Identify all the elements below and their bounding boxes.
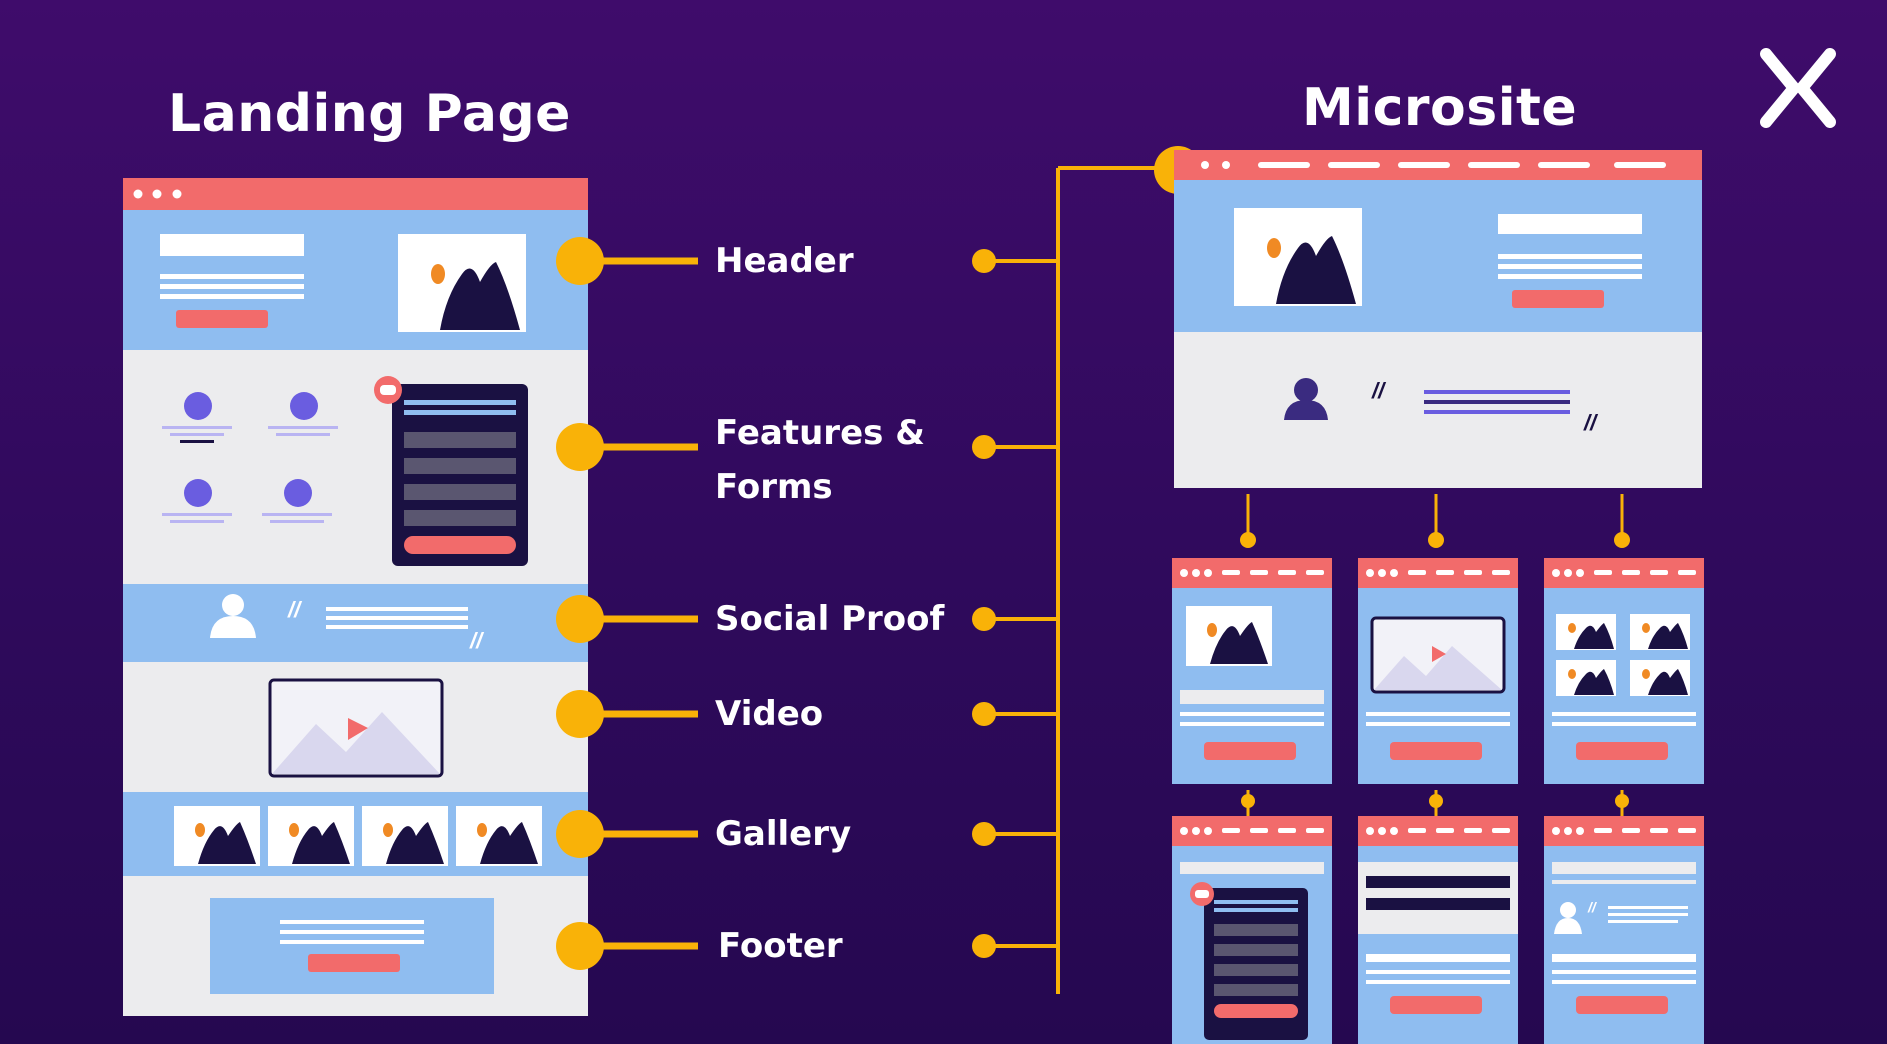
microsite-subpage-image xyxy=(1172,558,1332,784)
browser-bar xyxy=(123,178,588,210)
landing-social-proof-section: // // xyxy=(123,584,588,662)
microsite-subpage-form xyxy=(1172,816,1332,1044)
microsite-subpage-text xyxy=(1358,816,1518,1044)
svg-text://: // xyxy=(287,597,303,622)
svg-text://: // xyxy=(469,628,485,653)
microsite-title: Microsite xyxy=(1302,78,1578,138)
landing-video-section xyxy=(268,678,444,778)
svg-text://: // xyxy=(1371,378,1387,403)
landing-footer-section xyxy=(210,898,494,994)
landing-features-section xyxy=(162,376,528,566)
microsite-subpage-video xyxy=(1358,558,1518,784)
microsite-subpage-testimonial: // xyxy=(1544,816,1704,1044)
label-social-proof: Social Proof xyxy=(715,599,945,639)
x-brand-logo-icon xyxy=(1758,48,1838,128)
svg-text://: // xyxy=(1583,410,1599,435)
landing-header-section xyxy=(123,210,588,350)
landing-page-mockup: // // xyxy=(123,178,588,1016)
label-gallery: Gallery xyxy=(715,814,852,854)
left-connectors xyxy=(556,237,698,970)
microsite-subpage-gallery xyxy=(1544,558,1704,784)
landing-page-title: Landing Page xyxy=(168,84,571,144)
label-features-forms: Features & Forms xyxy=(715,413,925,507)
label-video: Video xyxy=(715,694,824,734)
landing-gallery-section xyxy=(123,792,588,876)
svg-text://: // xyxy=(1587,899,1598,915)
label-header: Header xyxy=(715,241,854,281)
label-footer: Footer xyxy=(718,926,843,966)
microsite-home-mockup: // // xyxy=(1174,150,1702,488)
